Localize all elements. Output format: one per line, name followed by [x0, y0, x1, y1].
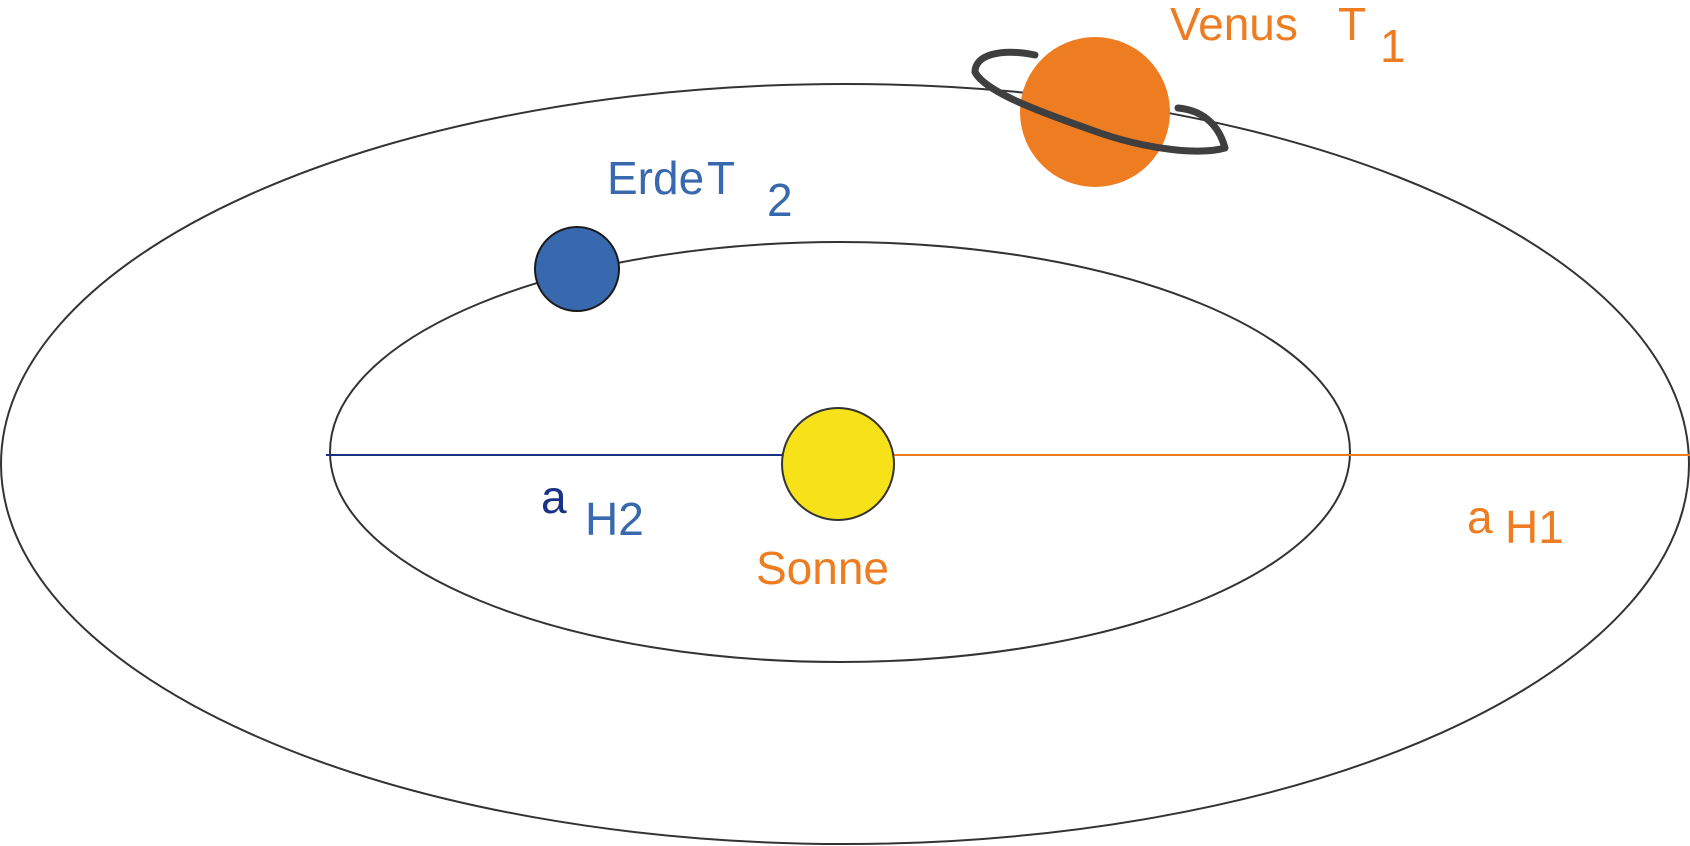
earth-period-symbol: T [707, 152, 735, 204]
axis-outer-subscript: H1 [1505, 501, 1564, 553]
axis-inner-subscript: H2 [585, 493, 644, 545]
venus-circle [1020, 37, 1170, 187]
sun-label: Sonne [756, 542, 889, 594]
inner-orbit [329, 241, 1351, 663]
earth-label: Erde [607, 152, 704, 204]
earth-circle [534, 226, 620, 312]
earth-period-subscript: 2 [767, 174, 793, 226]
venus-ring [971, 48, 1229, 155]
outer-orbit [0, 83, 1690, 845]
sun-circle [781, 407, 895, 521]
axis-inner-symbol: a [541, 471, 567, 523]
venus-period-subscript: 1 [1380, 20, 1406, 72]
axis-outer-symbol: a [1467, 491, 1493, 543]
venus-label: Venus [1170, 0, 1298, 50]
venus-period-symbol: T [1338, 0, 1366, 50]
